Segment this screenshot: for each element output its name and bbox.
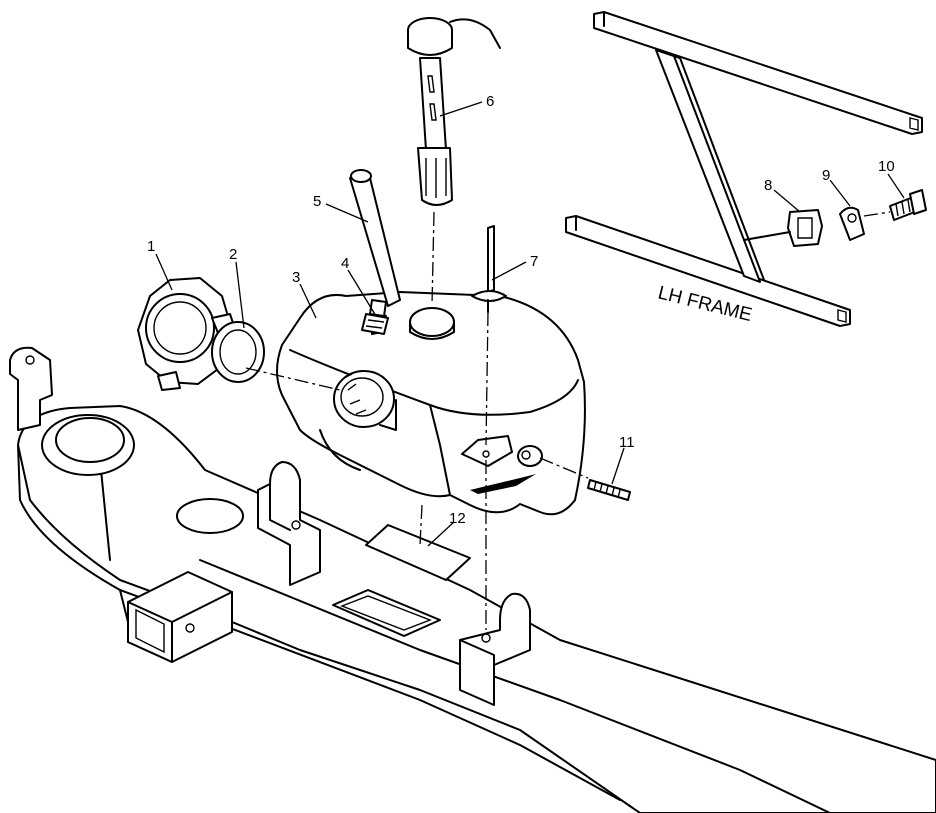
- callout-12: 12: [449, 510, 466, 527]
- fuel-cap: [137, 277, 237, 391]
- mounting-bracket-front: [257, 461, 321, 586]
- chassis-frame: [9, 346, 936, 813]
- vent-fitting: [361, 299, 389, 335]
- callout-6: 6: [486, 93, 494, 110]
- callout-7: 7: [530, 253, 538, 270]
- callout-1: 1: [147, 238, 155, 255]
- callout-9: 9: [822, 167, 830, 184]
- clamp: [743, 209, 823, 247]
- mounting-bracket-rear: [459, 592, 531, 706]
- cap-gasket: [211, 321, 265, 383]
- fuel-gauge-sender: [407, 17, 501, 206]
- bolt: [863, 189, 927, 221]
- leader-lines: [155, 101, 905, 547]
- screw: [587, 479, 631, 501]
- pad: [365, 524, 471, 581]
- fuel-tank: [276, 291, 586, 516]
- callout-labels: 1 2 3 4 5 6 7 8 9 10 11 12: [147, 93, 895, 527]
- callout-2: 2: [229, 246, 237, 263]
- assembly-lines: [245, 211, 589, 630]
- tank-strap: [471, 225, 507, 313]
- callout-4: 4: [341, 255, 349, 272]
- callout-11: 11: [619, 434, 635, 451]
- lh-frame: [565, 11, 923, 327]
- callout-10: 10: [878, 158, 895, 175]
- vent-hose: [349, 169, 401, 307]
- callout-3: 3: [292, 269, 300, 286]
- bracket: [839, 206, 865, 241]
- callout-5: 5: [313, 193, 321, 210]
- callout-8: 8: [764, 177, 772, 194]
